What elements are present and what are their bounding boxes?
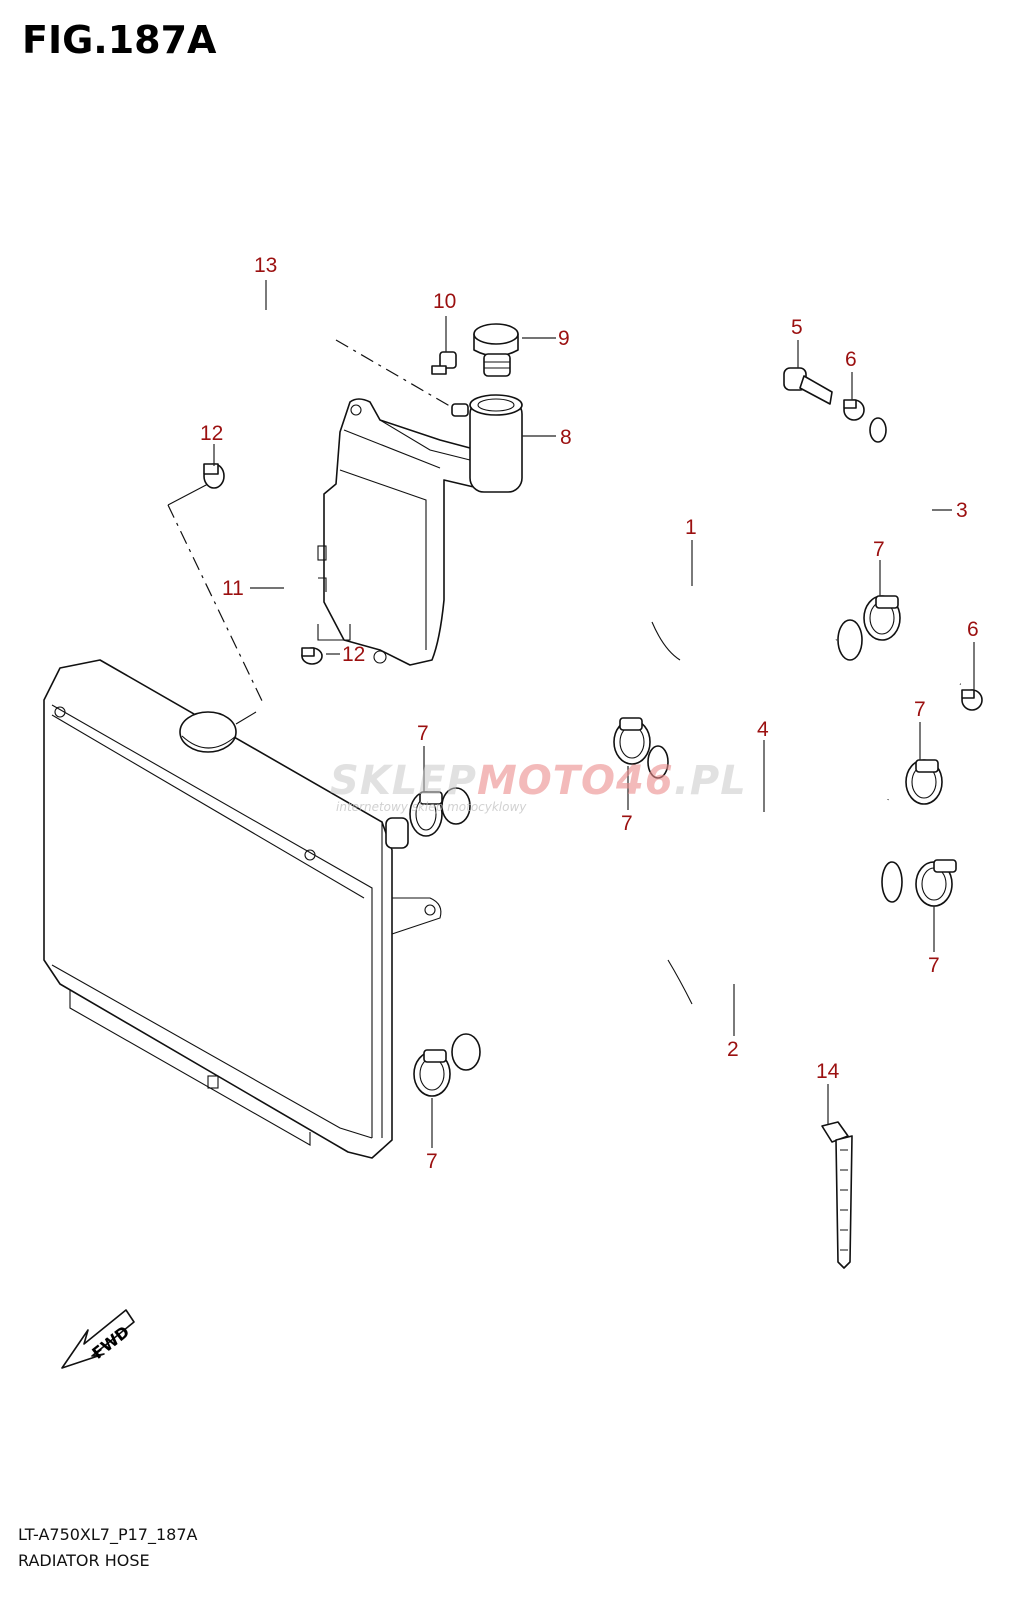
figure-title: FIG.187A (22, 18, 217, 62)
fwd-arrow-icon: FWD (61, 1309, 135, 1369)
callout-6-lower: 6 (967, 618, 979, 641)
clamp-6-lower (961, 689, 983, 711)
clamp-12-upper (203, 463, 225, 489)
callout-9: 9 (558, 327, 570, 350)
callout-3: 3 (956, 499, 968, 522)
clamp-7-d (905, 759, 943, 805)
clamp-7-b (409, 791, 443, 837)
bolt (431, 351, 457, 375)
fitting-5 (783, 367, 833, 405)
callout-8: 8 (560, 426, 572, 449)
callout-1: 1 (685, 516, 697, 539)
reservoir-tank (317, 394, 523, 666)
callout-7-e: 7 (928, 954, 940, 977)
callout-7-a: 7 (873, 538, 885, 561)
clamp-6-upper (843, 399, 865, 421)
cable-tie-14 (821, 1121, 853, 1269)
callout-7-f: 7 (426, 1150, 438, 1173)
reservoir-cap (473, 323, 519, 377)
callout-14: 14 (816, 1060, 840, 1083)
watermark-part-a: SKLEP (330, 758, 477, 804)
callout-10: 10 (433, 290, 456, 313)
callout-2: 2 (727, 1038, 739, 1061)
watermark-subtitle: internetowy sklep motocyklowy (336, 800, 527, 814)
callout-7-d: 7 (914, 698, 926, 721)
watermark-part-c: .PL (673, 758, 747, 804)
callout-12-upper: 12 (200, 422, 223, 445)
radiator (43, 659, 442, 1159)
leader-dashed-12-radiator (167, 504, 265, 706)
callout-11: 11 (222, 577, 244, 600)
watermark: SKLEPMOTO46.PL (330, 758, 747, 804)
callout-13: 13 (254, 254, 277, 277)
callout-7-c: 7 (621, 812, 633, 835)
callout-6-upper: 6 (845, 348, 857, 371)
clamp-7-f (413, 1049, 451, 1097)
watermark-part-b: MOTO46 (476, 758, 674, 804)
clamp-7-a (863, 595, 901, 641)
callout-7-b: 7 (417, 722, 429, 745)
figure-caption: RADIATOR HOSE (18, 1551, 150, 1570)
leader-dashed-bolt (335, 339, 461, 413)
clamp-12-lower (301, 647, 323, 665)
footer: LT-A750XL7_P17_187A RADIATOR HOSE (18, 1522, 197, 1574)
callout-5: 5 (791, 316, 803, 339)
callout-12-lower: 12 (342, 643, 365, 666)
leader-12-bracket (167, 483, 209, 506)
figure-code: LT-A750XL7_P17_187A (18, 1525, 198, 1544)
clamp-7-e (915, 859, 957, 907)
callout-4: 4 (757, 718, 769, 741)
clamp-7-c (613, 717, 651, 765)
